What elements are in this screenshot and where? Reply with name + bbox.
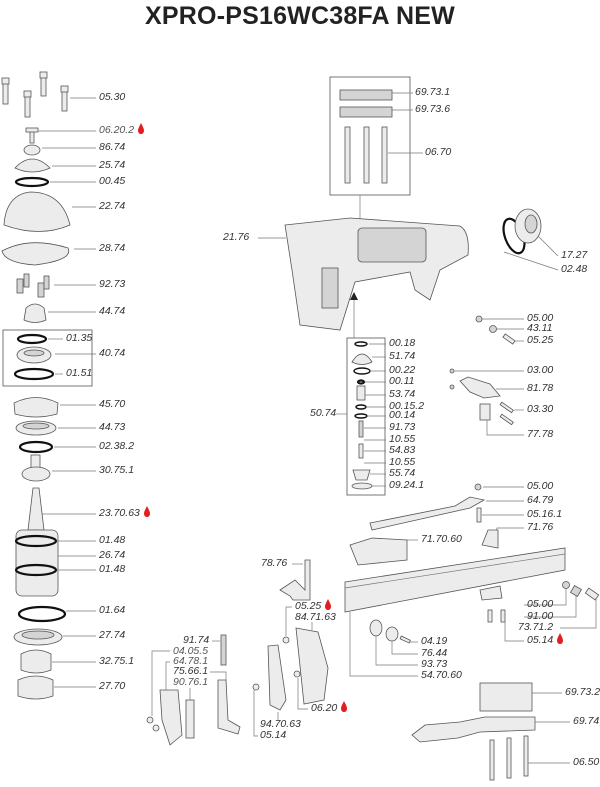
part-label-05-00[interactable]: 05.00	[527, 480, 554, 492]
part-label-01-48[interactable]: 01.48	[99, 534, 126, 546]
part-label-01-35[interactable]: 01.35	[66, 332, 93, 344]
part-number: 05.14	[527, 634, 554, 646]
part-label-10-55[interactable]: 10.55	[389, 456, 416, 468]
part-label-02-48[interactable]: 02.48	[561, 263, 588, 275]
part-label-03-30[interactable]: 03.30	[527, 403, 554, 415]
part-label-01-64[interactable]: 01.64	[99, 604, 126, 616]
part-number: 05.25	[295, 600, 322, 612]
part-label-05-16-1[interactable]: 05.16.1	[527, 508, 563, 520]
part-label-69-73-1[interactable]: 69.73.1	[415, 86, 451, 98]
part-label-64-78-1[interactable]: 64.78.1	[173, 655, 209, 667]
part-label-44-74[interactable]: 44.74	[99, 305, 126, 317]
part-label-26-74[interactable]: 26.74	[99, 549, 126, 561]
part-label-90-76-1[interactable]: 90.76.1	[173, 676, 209, 688]
leader-lines-valve	[364, 343, 386, 487]
part-label-71-76[interactable]: 71.76	[527, 521, 554, 533]
part-label-00-45[interactable]: 00.45	[99, 175, 126, 187]
part-label-04-05-5[interactable]: 04.05.5	[173, 645, 209, 657]
part-label-00-22[interactable]: 00.22	[389, 364, 416, 376]
oil-drop-icon	[341, 701, 348, 712]
part-label-91-73[interactable]: 91.73	[389, 421, 416, 433]
part-label-51-74[interactable]: 51.74	[389, 350, 416, 362]
springs-92-73	[16, 273, 50, 298]
part-label-69-73-6[interactable]: 69.73.6	[415, 103, 451, 115]
part-label-27-74[interactable]: 27.74	[99, 629, 126, 641]
part-label-54-83[interactable]: 54.83	[389, 444, 416, 456]
part-number: 06.20.2	[99, 124, 135, 136]
part-label-00-14[interactable]: 00.14	[389, 409, 416, 421]
oil-drop-icon	[557, 633, 564, 644]
part-label-06-70[interactable]: 06.70	[425, 146, 452, 158]
part-label-84-71-63[interactable]: 84.71.63	[295, 611, 336, 623]
part-label-92-73[interactable]: 92.73	[99, 278, 126, 290]
part-label-91-74[interactable]: 91.74	[183, 634, 210, 646]
part-label-43-11[interactable]: 43.11	[527, 322, 553, 334]
part-label-40-74[interactable]: 40.74	[99, 347, 126, 359]
part-label-05-14[interactable]: 05.14	[527, 633, 564, 646]
leader-lines-left	[38, 97, 96, 688]
part-label-75-66-1[interactable]: 75.66.1	[173, 665, 209, 677]
part-label-30-75-1[interactable]: 30.75.1	[99, 464, 135, 476]
part-label-09-24-1[interactable]: 09.24.1	[389, 479, 425, 491]
part-label-77-78[interactable]: 77.78	[527, 428, 554, 440]
leader-lines-rail	[349, 589, 597, 677]
part-label-69-74[interactable]: 69.74	[573, 715, 600, 727]
leader-lines-right	[407, 318, 524, 541]
part-label-01-48[interactable]: 01.48	[99, 563, 126, 575]
part-label-17-27[interactable]: 17.27	[561, 249, 588, 261]
part-label-71-70-60[interactable]: 71.70.60	[421, 533, 462, 545]
part-label-81-78[interactable]: 81.78	[527, 382, 554, 394]
part-label-00-15-2[interactable]: 00.15.2	[389, 400, 425, 412]
part-label-05-25[interactable]: 05.25	[527, 334, 554, 346]
part-label-27-70[interactable]: 27.70	[99, 680, 126, 692]
part-number: 06.20	[311, 702, 338, 714]
part-label-01-51[interactable]: 01.51	[66, 367, 93, 379]
part-label-05-30[interactable]: 05.30	[99, 91, 126, 103]
part-label-94-70-63[interactable]: 94.70.63	[260, 718, 301, 730]
part-label-45-70[interactable]: 45.70	[99, 398, 126, 410]
part-label-05-25[interactable]: 05.25	[295, 599, 332, 612]
part-label-54-70-60[interactable]: 54.70.60	[421, 669, 462, 681]
part-label-64-79[interactable]: 64.79	[527, 494, 554, 506]
part-label-23-70-63[interactable]: 23.70.63	[99, 506, 150, 519]
part-label-02-38-2[interactable]: 02.38.2	[99, 440, 135, 452]
part-label-76-44[interactable]: 76.44	[421, 647, 448, 659]
part-label-06-20-2[interactable]: 06.20.2	[99, 123, 145, 136]
part-label-78-76[interactable]: 78.76	[261, 557, 288, 569]
part-label-03-00[interactable]: 03.00	[527, 364, 554, 376]
part-label-55-74[interactable]: 55.74	[389, 467, 416, 479]
part-label-05-00[interactable]: 05.00	[527, 312, 554, 324]
part-label-53-74[interactable]: 53.74	[389, 388, 416, 400]
part-label-25-74[interactable]: 25.74	[99, 159, 126, 171]
part-label-50-74[interactable]: 50.74	[310, 407, 337, 419]
part-label-93-73[interactable]: 93.73	[421, 658, 448, 670]
leader-lines-bottom	[151, 606, 313, 737]
part-label-00-11[interactable]: 00.11	[389, 375, 415, 387]
part-label-10-55[interactable]: 10.55	[389, 433, 416, 445]
oil-drop-icon	[138, 123, 145, 134]
part-label-32-75-1[interactable]: 32.75.1	[99, 655, 135, 667]
part-label-91-00[interactable]: 91.00	[527, 610, 554, 622]
part-label-21-76[interactable]: 21.76	[223, 231, 250, 243]
part-label-22-74[interactable]: 22.74	[99, 200, 126, 212]
part-label-04-19[interactable]: 04.19	[421, 635, 448, 647]
diagram-title: XPRO-PS16WC38FA NEW	[145, 2, 455, 30]
part-number: 23.70.63	[99, 507, 140, 519]
oil-drop-icon	[143, 506, 150, 517]
part-label-44-73[interactable]: 44.73	[99, 421, 126, 433]
part-label-86-74[interactable]: 86.74	[99, 141, 126, 153]
screws-05-30	[1, 71, 69, 118]
oil-drop-icon	[325, 599, 332, 610]
part-label-69-73-2[interactable]: 69.73.2	[565, 686, 600, 698]
part-label-06-20[interactable]: 06.20	[311, 701, 348, 714]
part-label-00-18[interactable]: 00.18	[389, 337, 416, 349]
part-label-06-50[interactable]: 06.50	[573, 756, 600, 768]
part-label-05-00[interactable]: 05.00	[527, 598, 554, 610]
part-label-28-74[interactable]: 28.74	[99, 242, 126, 254]
part-label-73-71-2[interactable]: 73.71.2	[518, 621, 554, 633]
part-label-05-14[interactable]: 05.14	[260, 729, 287, 741]
